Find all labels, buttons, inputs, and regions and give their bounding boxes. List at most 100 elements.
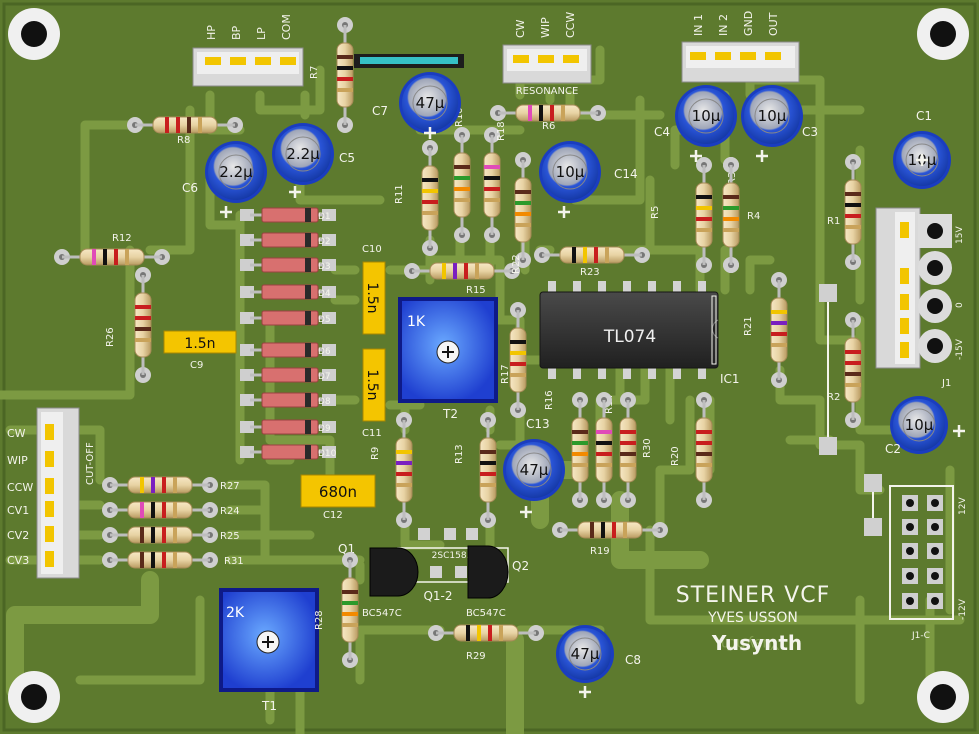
film-cap-value: 680n (319, 483, 357, 501)
diode-d7[interactable]: D7 (240, 367, 336, 383)
resistor-r28[interactable]: R28 (314, 552, 359, 668)
diode-d5[interactable]: D5 (240, 310, 336, 326)
pin-label: 15V (955, 226, 965, 244)
ic-tl074[interactable]: TL074 IC1 (539, 281, 740, 386)
trimmer-ref: T2 (442, 407, 458, 421)
resistor-array: R1R2R3R4R5R6R7R8R9R10R11R12R13R14R15R16R… (54, 17, 862, 668)
resistor-r22[interactable]: R22 (511, 152, 532, 274)
resistor-r26[interactable]: R26 (105, 267, 152, 383)
resistor-ref: R19 (590, 546, 610, 557)
diode-d9[interactable]: D9 (240, 419, 336, 435)
pin-label: HP (205, 25, 218, 40)
resistor-r5[interactable]: R5 (650, 157, 713, 273)
resistor-r1[interactable]: R1 (827, 154, 862, 270)
resistor-r7[interactable]: R7 (309, 17, 354, 133)
diode-ref: D9 (318, 424, 331, 434)
diode-d8[interactable]: D8 (240, 392, 336, 408)
resistor-r23[interactable]: R23 (534, 246, 650, 278)
output-header[interactable]: HP BP LP COM (192, 14, 304, 87)
pin-label: 12V (958, 497, 968, 515)
resistor-r27[interactable]: R27 (102, 476, 240, 494)
resistor-ref: R26 (105, 327, 116, 347)
resistor-r8[interactable]: R8 (127, 116, 243, 146)
resistor-r16[interactable]: R16 (544, 390, 589, 508)
transistor-q1[interactable]: Q1 BC547C (338, 542, 419, 619)
resistor-r24[interactable]: R24 (102, 501, 240, 519)
trimmer-1k[interactable]: 1K T2 (398, 297, 498, 421)
resistor-r20[interactable]: R20 (670, 392, 713, 508)
input-header[interactable]: IN 1 IN 2 GND OUT (681, 11, 800, 83)
transistor-q2[interactable]: Q2 BC547C (466, 545, 529, 619)
cap-value: 10µ (905, 416, 934, 434)
film-cap-value: 1.5n (364, 369, 380, 400)
resistor-r18[interactable]: R18 (483, 121, 507, 243)
mounting-hole (8, 671, 60, 723)
resistor-ref: R4 (747, 211, 760, 222)
resistor-r31[interactable]: R31 (102, 551, 244, 569)
film-cap-value: 1.5n (364, 282, 380, 313)
diode-d1[interactable]: D1 (240, 207, 336, 223)
cap-value: 47µ (571, 645, 600, 663)
diode-d6[interactable]: D6 (240, 342, 336, 358)
trimmer-value: 2K (226, 605, 245, 621)
cap-ref: C13 (526, 417, 550, 431)
trimmer-value: 1K (407, 314, 426, 330)
diode-d3[interactable]: D3 (240, 257, 336, 273)
plus-icon (690, 150, 702, 162)
film-cap-c11[interactable]: 1.5n C11 (362, 348, 386, 439)
transistor-ref: Q2 (512, 559, 529, 573)
resistor-r29[interactable]: R29 (428, 624, 544, 662)
plus-icon (424, 127, 436, 139)
resistor-r2[interactable]: R2 (827, 312, 862, 428)
resistor-r4[interactable]: R4 (722, 157, 760, 273)
cutoff-header[interactable]: CW WIP CCW CV1 CV2 CV3 CUT-OFF (7, 407, 96, 579)
resistor-ref: R9 (370, 447, 381, 460)
pin-label: -15V (955, 338, 965, 360)
pin-label: GND (742, 11, 755, 36)
film-cap-value: 1.5n (184, 336, 215, 352)
resonance-header[interactable]: CW WIP CCW RESONANCE (502, 12, 592, 97)
plus-icon (220, 206, 232, 218)
diode-d4[interactable]: D4 (240, 284, 336, 300)
resistor-r10[interactable]: R10 (453, 107, 471, 243)
film-cap-c10[interactable]: 1.5n C10 (362, 244, 386, 335)
resistor-r25[interactable]: R25 (102, 526, 240, 544)
power-header[interactable]: 15V 0 -15V J1 (875, 207, 965, 389)
resistor-ref: R1 (827, 216, 840, 227)
resistor-r19[interactable]: R19 (552, 521, 668, 557)
resistor-r21[interactable]: R21 (743, 272, 788, 388)
power-header-c[interactable]: 12V -12V J1-C (889, 485, 968, 641)
pin-label: CV1 (7, 504, 29, 517)
diode-d10[interactable]: D10 (240, 444, 337, 460)
pin-label: WIP (539, 17, 552, 38)
resistor-r30[interactable]: R30 (595, 392, 653, 508)
trimmer-2k[interactable]: 2K T1 (219, 588, 319, 713)
resistor-r9[interactable]: R9 (370, 412, 413, 528)
resistor-r17[interactable]: R17 (500, 302, 527, 418)
diode-d2[interactable]: D2 (240, 232, 336, 248)
film-cap-c9[interactable]: 1.5n C9 (163, 330, 237, 371)
resistor-r13[interactable]: R13 (454, 412, 497, 528)
cap-value: 10µ (758, 107, 787, 125)
resistor-ref: R25 (220, 531, 240, 542)
resistor-r15[interactable]: R15 (404, 262, 520, 296)
resistor-r12[interactable]: R12 (54, 233, 170, 266)
film-cap-c12[interactable]: 680n C12 (300, 474, 376, 521)
pin-label: 0 (955, 302, 965, 308)
diode-ref: D4 (318, 289, 331, 299)
pin-label: WIP (7, 454, 28, 467)
resistor-r6[interactable]: R6 (490, 104, 606, 132)
resistor-r11[interactable]: R11 (394, 140, 439, 256)
test-pads (819, 284, 882, 536)
resistor-ref: R18 (496, 121, 507, 141)
